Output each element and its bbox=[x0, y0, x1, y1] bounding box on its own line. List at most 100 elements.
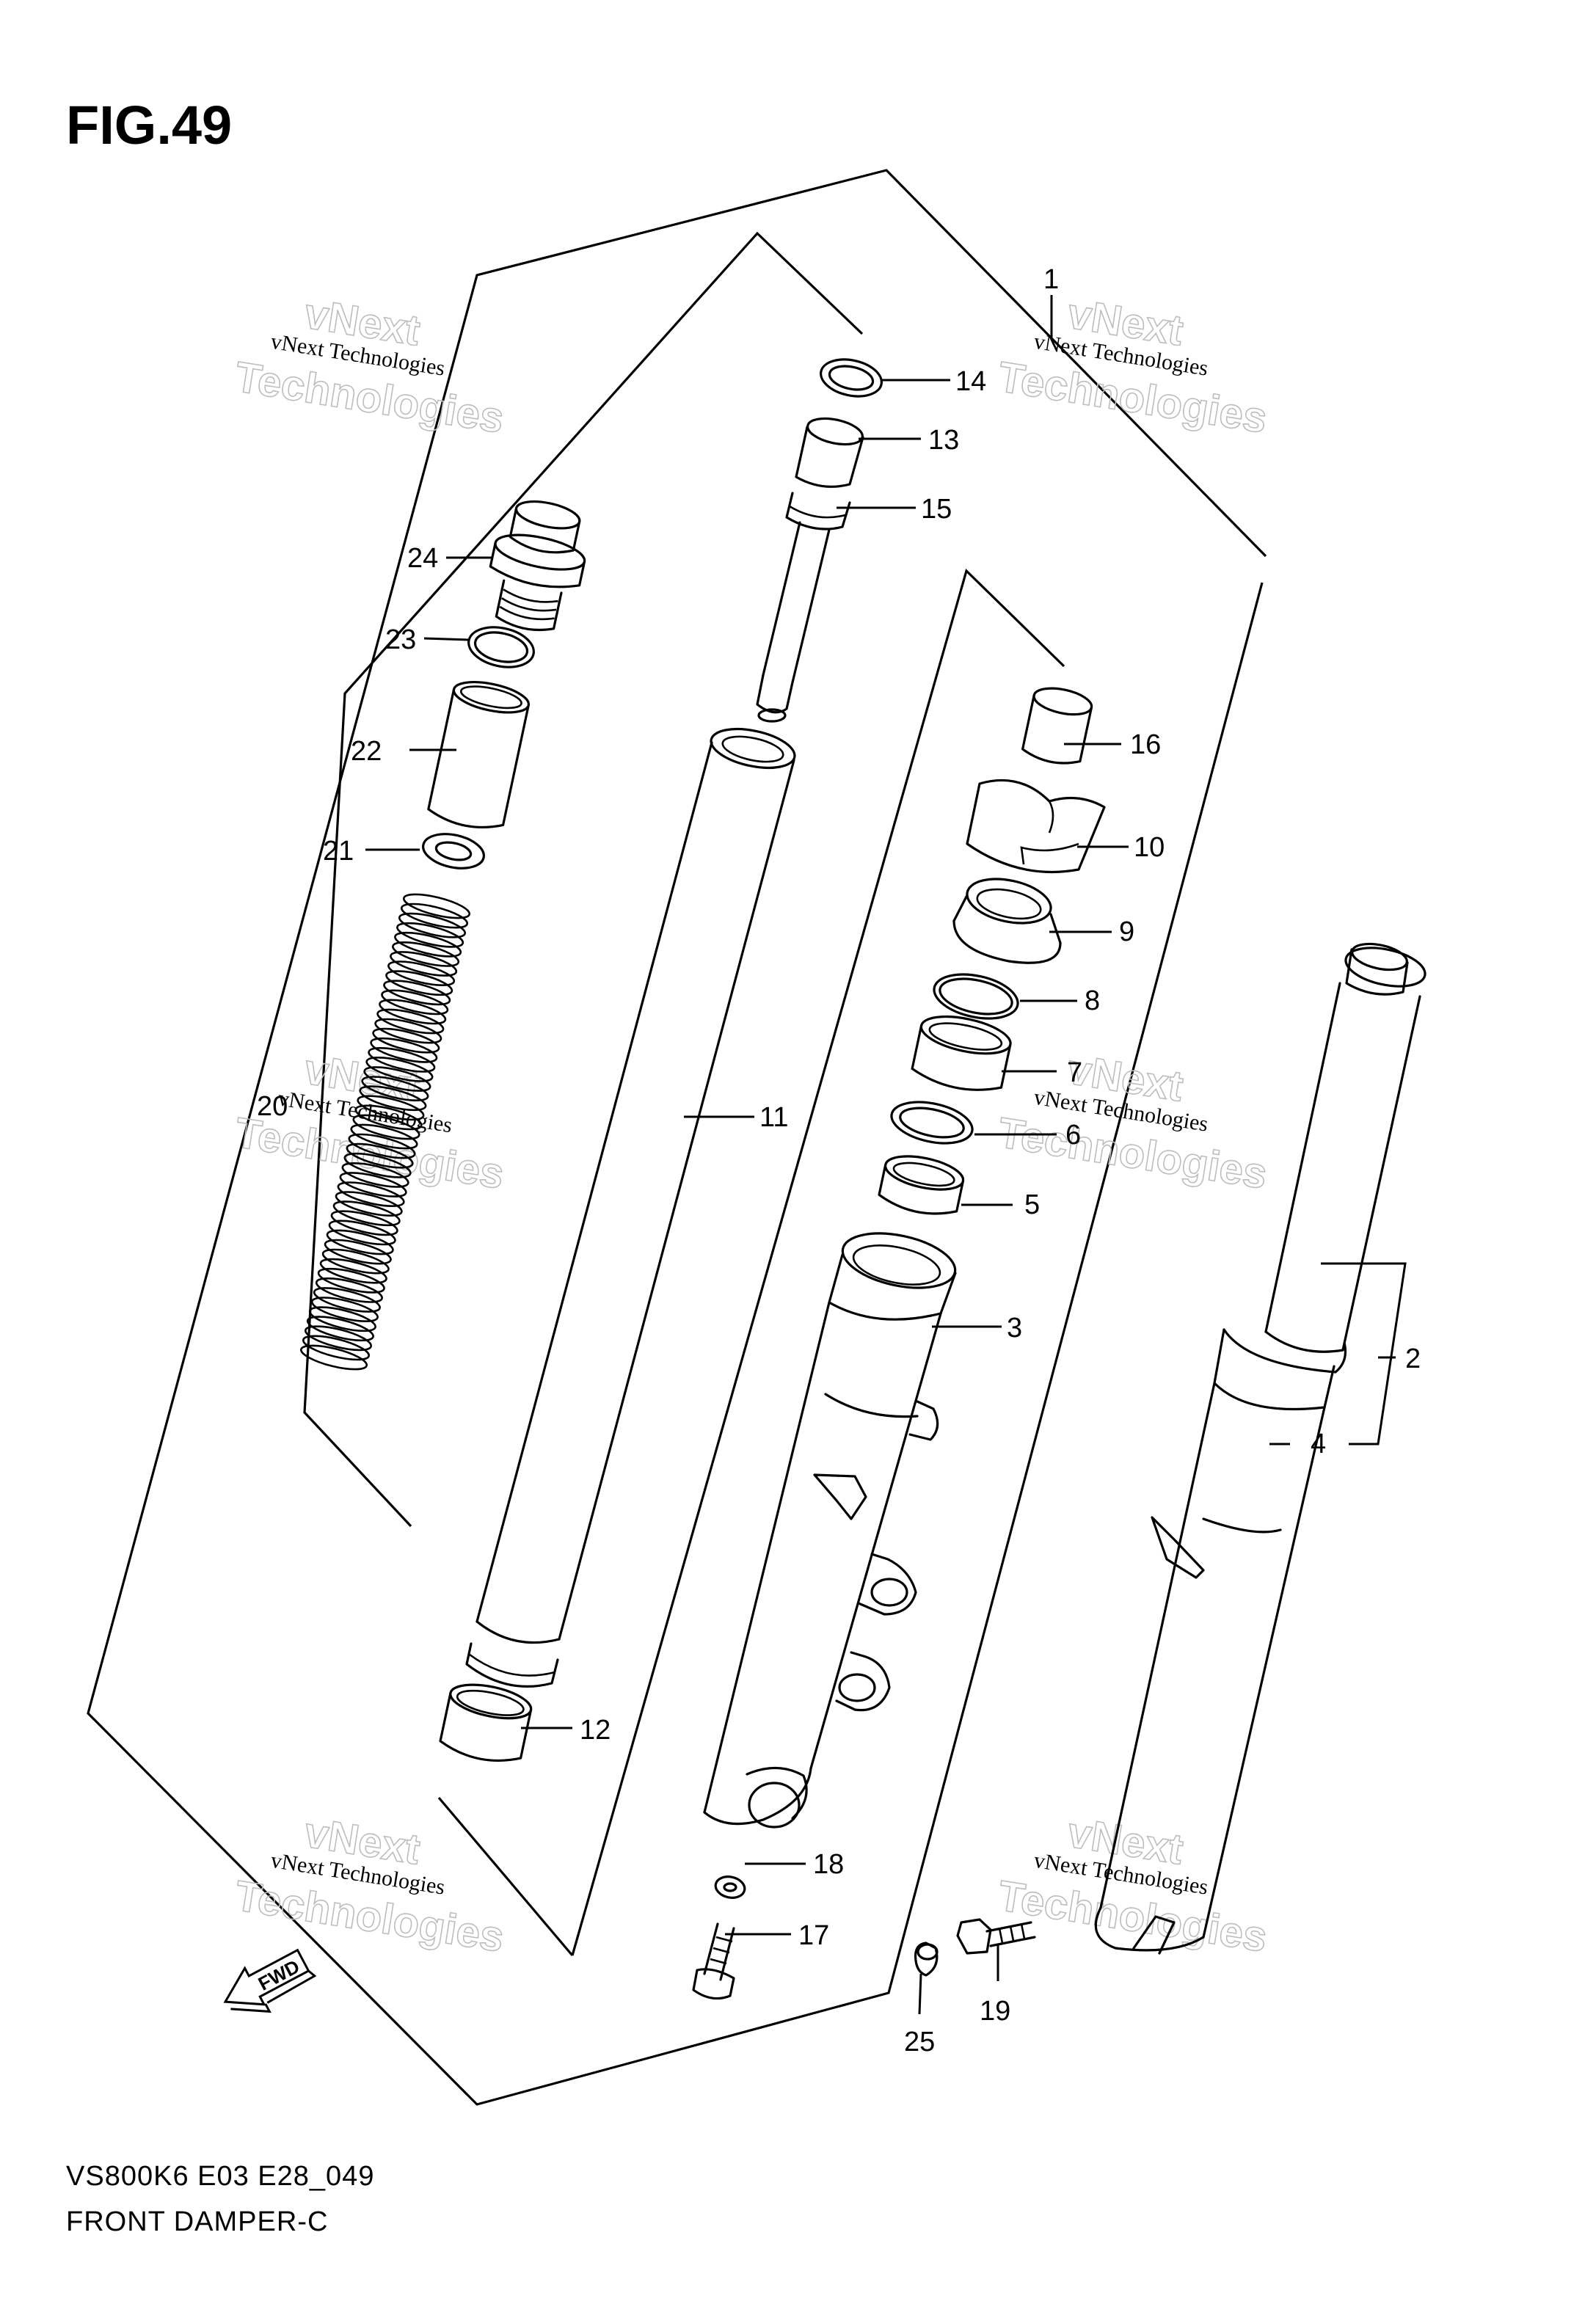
dust-cover-part bbox=[966, 779, 1106, 874]
watermark: Technologies vNext vNext Technologies bbox=[994, 1808, 1271, 1962]
callout-19: 19 bbox=[980, 1996, 1010, 2027]
callout-9: 9 bbox=[1119, 916, 1134, 947]
spring-coil bbox=[308, 1306, 376, 1333]
callout-10: 10 bbox=[1134, 832, 1165, 863]
spring-coil bbox=[383, 980, 451, 1006]
spring-coil bbox=[357, 1095, 425, 1121]
spring-coil bbox=[354, 1104, 423, 1131]
spring-coil bbox=[374, 1018, 442, 1044]
bolt-part bbox=[692, 1922, 735, 2000]
callout-18: 18 bbox=[813, 1849, 844, 1880]
washer-part bbox=[714, 1875, 746, 1899]
spring-coil bbox=[385, 970, 453, 996]
spring-coil bbox=[330, 1210, 398, 1236]
spring-coil bbox=[337, 1181, 405, 1208]
watermark: Technologies vNext vNext Technologies bbox=[231, 1808, 508, 1962]
callout-25: 25 bbox=[904, 2027, 935, 2057]
callout-2: 2 bbox=[1405, 1344, 1421, 1374]
spring-coil bbox=[299, 1344, 368, 1371]
spring-coil bbox=[313, 1287, 381, 1313]
spring-coil bbox=[387, 960, 456, 987]
spring-coil bbox=[390, 951, 458, 977]
spring-coil bbox=[326, 1229, 394, 1255]
spring-coil bbox=[402, 893, 471, 919]
spacer-part bbox=[427, 680, 531, 829]
cap-part bbox=[914, 1942, 939, 1977]
spring-coil bbox=[394, 931, 462, 958]
spring-coil bbox=[392, 941, 460, 967]
seal-spacer-part bbox=[911, 1015, 1012, 1091]
callout-8: 8 bbox=[1085, 985, 1100, 1016]
damper-rod-part bbox=[756, 417, 864, 723]
inner-tube-part bbox=[465, 728, 796, 1688]
callout-12: 12 bbox=[580, 1715, 611, 1746]
spring-coil bbox=[370, 1037, 438, 1063]
spring-coil bbox=[306, 1316, 374, 1342]
callout-21: 21 bbox=[323, 836, 354, 867]
callout-23: 23 bbox=[385, 624, 416, 655]
spring-coil bbox=[365, 1056, 434, 1082]
spring-coil bbox=[372, 1027, 440, 1054]
watermark: Technologies vNext vNext Technologies bbox=[994, 289, 1271, 443]
cylinder-frame bbox=[571, 568, 1065, 1956]
spring-coil bbox=[363, 1066, 431, 1092]
callout-5: 5 bbox=[1024, 1189, 1040, 1220]
oil-seal-part bbox=[952, 878, 1062, 964]
spring-coil bbox=[317, 1267, 385, 1294]
callout-3: 3 bbox=[1007, 1313, 1022, 1344]
o-ring-part bbox=[467, 626, 535, 668]
spring-coil bbox=[368, 1046, 436, 1073]
callout-labels: 1 2 3 4 5 6 7 8 9 10 11 12 13 14 15 16 1… bbox=[257, 264, 1421, 2057]
spring-coil bbox=[400, 903, 469, 929]
callout-1: 1 bbox=[1043, 264, 1059, 295]
spring-coil bbox=[328, 1220, 396, 1246]
washer-part bbox=[422, 833, 485, 870]
callout-7: 7 bbox=[1067, 1057, 1082, 1088]
guide-bushing-part bbox=[878, 1155, 965, 1215]
cap-bolt-part bbox=[489, 500, 586, 632]
spring-coil bbox=[304, 1325, 373, 1352]
spring-coil bbox=[346, 1142, 414, 1169]
spring-coil bbox=[315, 1277, 383, 1303]
spring-frame bbox=[303, 231, 864, 1528]
pinch-bolt-part bbox=[956, 1918, 1036, 1955]
spring-coil bbox=[310, 1297, 379, 1323]
spring-coil bbox=[398, 912, 467, 938]
callout-4: 4 bbox=[1311, 1429, 1326, 1459]
outer-frame bbox=[87, 169, 1267, 2106]
callout-16: 16 bbox=[1130, 729, 1161, 760]
callout-15: 15 bbox=[921, 494, 952, 525]
spring-coil bbox=[376, 1008, 445, 1035]
spring-coil bbox=[339, 1172, 407, 1197]
spring-coil bbox=[335, 1191, 403, 1217]
outer-tube-part bbox=[703, 1232, 957, 1829]
washer-part bbox=[890, 1101, 974, 1145]
callout-13: 13 bbox=[928, 425, 959, 456]
spring-coil bbox=[350, 1123, 418, 1150]
watermark: Technologies vNext vNext Technologies bbox=[231, 289, 508, 443]
model-code: VS800K6 E03 E28_049 bbox=[66, 2161, 374, 2192]
spring-coil bbox=[332, 1200, 401, 1227]
slide-bushing-part bbox=[439, 1683, 533, 1762]
callout-11: 11 bbox=[759, 1102, 788, 1133]
spring-coil bbox=[324, 1239, 392, 1265]
callout-24: 24 bbox=[407, 543, 438, 574]
callout-17: 17 bbox=[798, 1920, 829, 1951]
oil-lock-part bbox=[1021, 687, 1093, 765]
figure-title: FIG.49 bbox=[66, 95, 232, 156]
circlip-part bbox=[933, 973, 1019, 1020]
spring-coil bbox=[348, 1133, 416, 1159]
fwd-arrow-icon: FWD bbox=[223, 1948, 317, 2013]
spring-coil bbox=[341, 1162, 409, 1188]
spring-coil bbox=[381, 989, 449, 1016]
ring-part bbox=[820, 358, 883, 398]
spring-coil bbox=[359, 1085, 427, 1112]
callout-20: 20 bbox=[257, 1091, 288, 1122]
callout-14: 14 bbox=[955, 366, 986, 397]
leader-lines bbox=[365, 295, 1407, 2015]
spring-coil bbox=[319, 1258, 387, 1284]
spring-coil bbox=[352, 1114, 420, 1140]
spring-coil bbox=[361, 1076, 429, 1102]
fork-spring-part bbox=[299, 893, 471, 1371]
